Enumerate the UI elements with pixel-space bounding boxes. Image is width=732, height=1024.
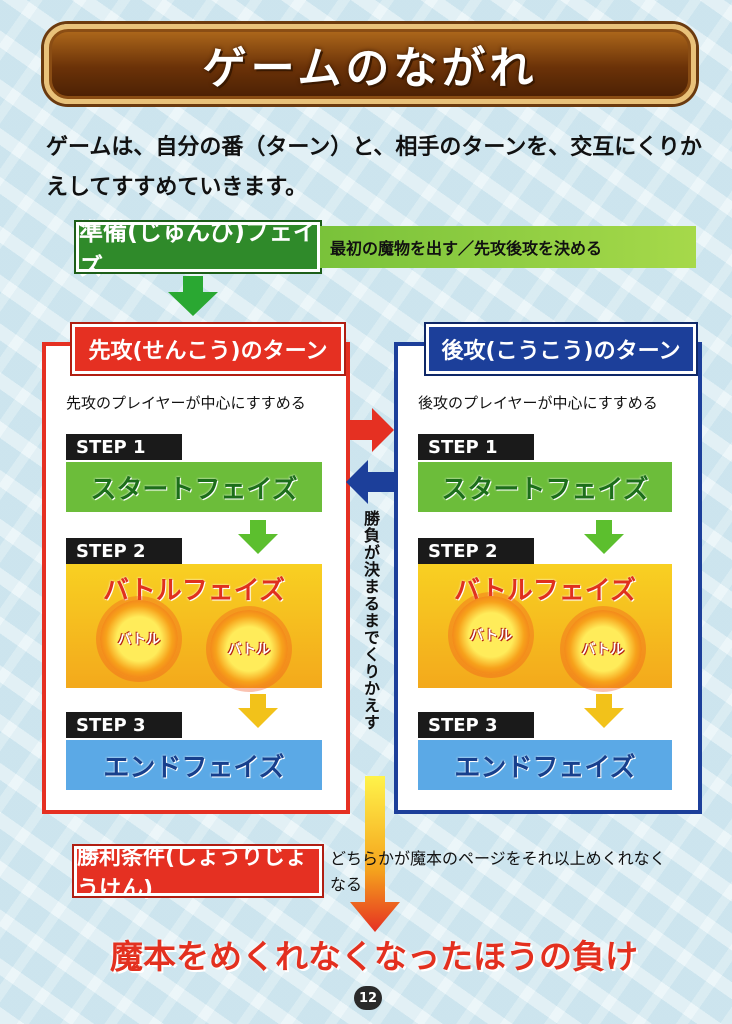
step-1-tag: STEP 1 xyxy=(66,434,182,460)
intro-text: ゲームは、自分の番（ターン）と、相手のターンを、交互にくりかえしてすすめていきま… xyxy=(46,135,702,200)
end-phase: エンドフェイズ xyxy=(66,740,322,790)
down-arrow-icon xyxy=(584,694,624,728)
down-arrow-icon xyxy=(238,694,278,728)
step-3-tag: STEP 3 xyxy=(418,712,534,738)
repeat-text: 勝負が決まるまでくりかえす xyxy=(361,510,380,731)
start-phase: スタートフェイズ xyxy=(66,462,322,512)
end-phase: エンドフェイズ xyxy=(418,740,672,790)
down-arrow-icon xyxy=(238,520,278,554)
page-number: 12 xyxy=(354,986,382,1010)
prep-phase-desc: 最初の魔物を出す／先攻後攻を決める xyxy=(320,226,696,268)
second-turn-lead: 後攻のプレイヤーが中心にすすめる xyxy=(418,394,658,412)
step-2-tag: STEP 2 xyxy=(66,538,182,564)
step-2-tag: STEP 2 xyxy=(418,538,534,564)
first-turn-lead: 先攻のプレイヤーが中心にすすめる xyxy=(66,394,306,412)
left-arrow-icon xyxy=(346,460,394,504)
first-turn-label: 先攻(せんこう)のターン xyxy=(70,322,346,376)
lose-condition-text: 魔本をめくれなくなったほうの負け xyxy=(110,937,638,976)
win-condition-label: 勝利条件(しょうりじょうけん) xyxy=(72,844,324,902)
right-arrow-icon xyxy=(346,408,394,452)
down-arrow-icon xyxy=(168,276,218,316)
title-banner: ゲームのながれ xyxy=(44,24,696,104)
battle-burst-icon: バトル xyxy=(210,610,288,688)
prep-phase-label: 準備(じゅんび)フェイズ xyxy=(74,218,322,281)
page-title: ゲームのながれ xyxy=(202,43,538,94)
battle-burst-icon: バトル xyxy=(100,600,178,678)
start-phase: スタートフェイズ xyxy=(418,462,672,512)
win-condition-desc: どちらかが魔本のページをそれ以上めくれなくなる xyxy=(330,849,666,894)
battle-burst-icon: バトル xyxy=(564,610,642,688)
step-1-tag: STEP 1 xyxy=(418,434,534,460)
second-turn-label: 後攻(こうこう)のターン xyxy=(424,322,698,376)
down-arrow-icon xyxy=(350,776,400,932)
down-arrow-icon xyxy=(584,520,624,554)
step-3-tag: STEP 3 xyxy=(66,712,182,738)
battle-burst-icon: バトル xyxy=(452,596,530,674)
